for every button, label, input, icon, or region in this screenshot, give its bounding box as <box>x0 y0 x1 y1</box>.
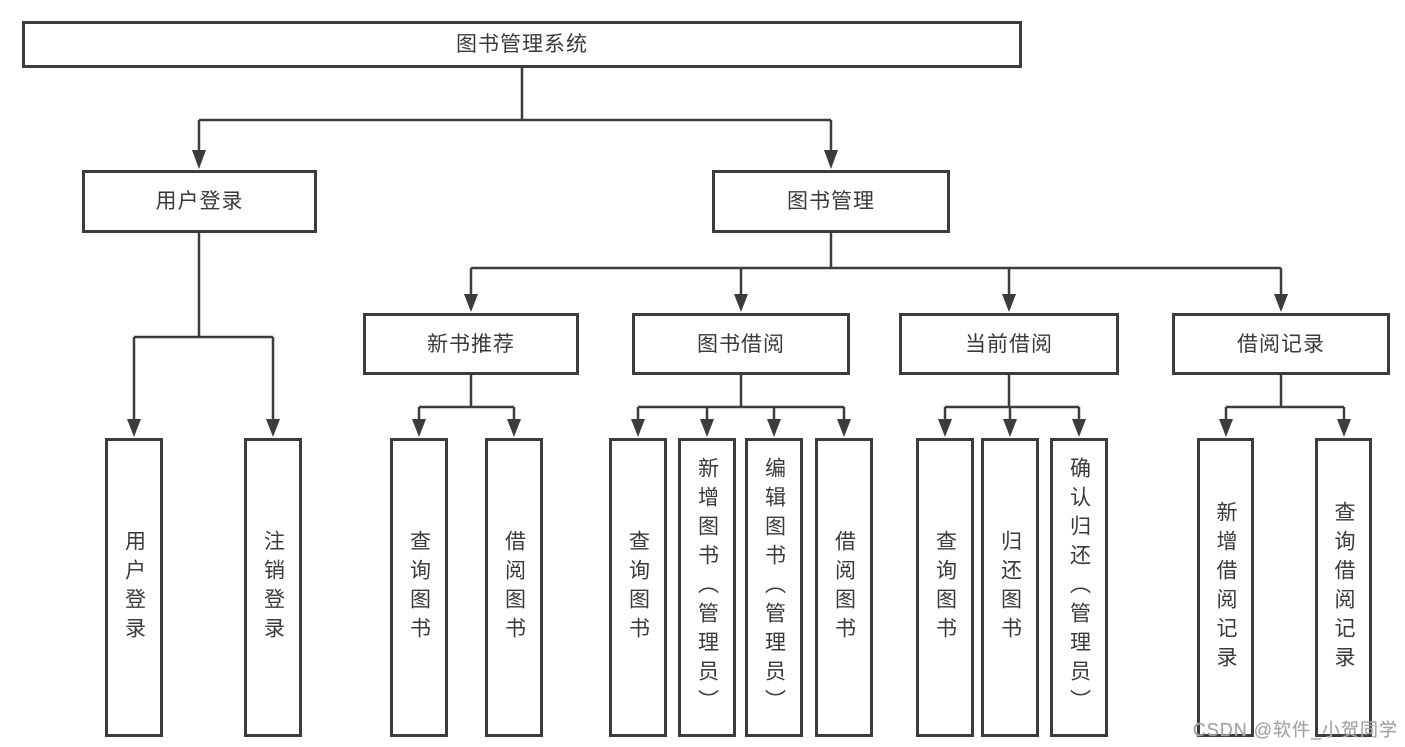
leaf-query-borrow-record: 查询借阅记录 <box>1315 438 1372 737</box>
leaf-add-books-admin-label: 新增图书（管理员） <box>695 457 719 718</box>
node-new-book-recommend-label: 新书推荐 <box>427 332 515 356</box>
leaf-logout: 注销登录 <box>244 438 302 737</box>
leaf-borrow-books-recommend-label: 借阅图书 <box>502 529 526 646</box>
leaf-add-borrow-record-label: 新增借阅记录 <box>1214 500 1237 675</box>
leaf-add-books-admin: 新增图书（管理员） <box>678 438 736 737</box>
node-borrowing-records: 借阅记录 <box>1172 313 1390 375</box>
leaf-return-books: 归还图书 <box>981 438 1039 737</box>
node-new-book-recommend: 新书推荐 <box>363 313 579 375</box>
leaf-user-login-label: 用户登录 <box>122 529 146 646</box>
leaf-query-borrow-record-label: 查询借阅记录 <box>1332 500 1355 675</box>
leaf-query-books-borrowing-label: 查询图书 <box>626 529 650 646</box>
leaf-edit-books-admin: 编辑图书（管理员） <box>745 438 803 737</box>
leaf-return-books-label: 归还图书 <box>998 529 1022 646</box>
arrowheads <box>127 150 1351 437</box>
leaf-edit-books-admin-label: 编辑图书（管理员） <box>762 457 786 718</box>
watermark: CSDN @软件_小贺同学 <box>1192 720 1398 740</box>
node-library-system: 图书管理系统 <box>22 21 1022 68</box>
node-current-borrowing: 当前借阅 <box>899 313 1119 375</box>
leaf-user-login: 用户登录 <box>105 438 163 737</box>
node-user-login-label: 用户登录 <box>155 190 244 213</box>
leaf-query-books-borrowing: 查询图书 <box>609 438 667 737</box>
leaf-confirm-return-admin-label: 确认归还（管理员） <box>1067 457 1091 718</box>
leaf-query-books-recommend: 查询图书 <box>390 438 448 737</box>
leaf-borrow-books-borrowing-label: 借阅图书 <box>832 529 856 646</box>
leaf-add-borrow-record: 新增借阅记录 <box>1197 438 1254 737</box>
node-book-borrowing: 图书借阅 <box>632 313 850 375</box>
node-user-login: 用户登录 <box>82 170 317 233</box>
leaf-borrow-books-borrowing: 借阅图书 <box>815 438 873 737</box>
node-borrowing-records-label: 借阅记录 <box>1237 332 1325 356</box>
node-book-borrowing-label: 图书借阅 <box>697 332 785 356</box>
leaf-logout-label: 注销登录 <box>261 529 285 646</box>
leaf-query-books-current-label: 查询图书 <box>933 529 957 646</box>
node-book-management: 图书管理 <box>712 170 950 233</box>
leaf-query-books-recommend-label: 查询图书 <box>407 529 431 646</box>
leaf-query-books-current: 查询图书 <box>916 438 974 737</box>
node-book-management-label: 图书管理 <box>787 190 875 213</box>
leaf-borrow-books-recommend: 借阅图书 <box>485 438 543 737</box>
node-library-system-label: 图书管理系统 <box>456 33 588 56</box>
leaf-confirm-return-admin: 确认归还（管理员） <box>1050 438 1108 737</box>
node-current-borrowing-label: 当前借阅 <box>965 332 1053 356</box>
